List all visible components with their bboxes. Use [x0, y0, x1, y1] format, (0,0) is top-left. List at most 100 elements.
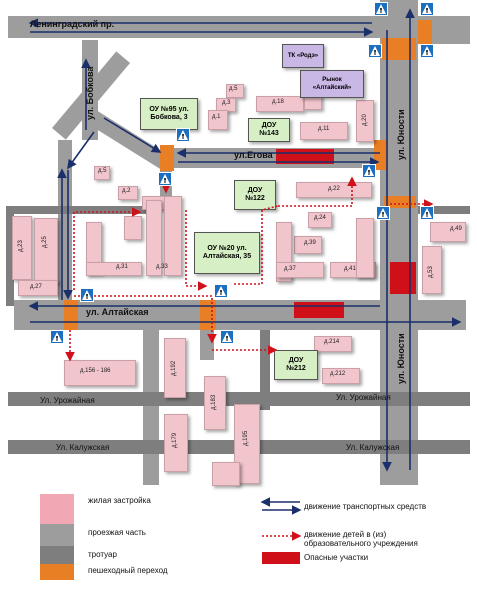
pedestrian-crossing-sign-icon — [374, 2, 388, 16]
legend-label-children: движение детей в (из) образовательного у… — [304, 530, 418, 548]
pedestrian-crossing-sign-icon — [220, 330, 234, 344]
street-label-egorova: ул.Егова — [234, 150, 273, 160]
school-ou20-label: ОУ №20 ул. Алтайская, 35 — [202, 245, 252, 260]
house — [18, 280, 58, 296]
school-ou20: ОУ №20 ул. Алтайская, 35 — [194, 232, 260, 274]
street-label-urozhaynaya-left: Ул. Урожайная — [40, 396, 95, 405]
sidewalk-right-strip — [418, 206, 470, 214]
house-label: д.212 — [330, 371, 346, 377]
house — [164, 414, 188, 472]
kindergarten-dou143: ДОУ №143 — [248, 118, 290, 142]
legend-swatch-danger — [262, 552, 300, 564]
legend-swatch-sidewalk — [40, 546, 74, 564]
house-label: д.39 — [304, 240, 316, 246]
traffic-arrow-diag — [103, 117, 162, 153]
kindergarten-dou122: ДОУ №122 — [234, 180, 276, 210]
children-route-g — [74, 295, 217, 344]
children-route-e — [234, 205, 279, 285]
house-label: д.214 — [324, 339, 340, 345]
house-label: д.24 — [314, 215, 326, 221]
house — [276, 262, 324, 278]
dou122-label: ДОУ №122 — [245, 187, 265, 202]
sidewalk-bottom-vertical — [260, 330, 270, 410]
house — [308, 212, 332, 228]
house-label: д.31 — [116, 264, 128, 270]
sidewalk-left-vertical — [6, 206, 14, 306]
school-ou95-label: ОУ №95 ул. Бобкова, 3 — [149, 106, 189, 121]
house — [64, 360, 136, 386]
sidewalk-urozhaynaya — [8, 392, 470, 406]
house — [118, 186, 138, 200]
house-label: д.22 — [328, 186, 340, 192]
legend-label-residential: жилая застройка — [88, 496, 151, 505]
street-label-kaluzhskaya-right: Ул. Калужская — [346, 443, 400, 452]
house-label: д.33 — [156, 264, 168, 270]
house — [430, 222, 466, 242]
house — [164, 196, 182, 276]
tk-rode-building: ТК «Родэ» — [282, 44, 324, 68]
house — [314, 336, 352, 352]
street-label-leningradsky: Ленинградский пр. — [30, 19, 115, 29]
house-label: д.1 — [212, 114, 221, 120]
house — [294, 236, 322, 254]
house-label: д.37 — [284, 266, 296, 272]
pedestrian-crossing-sign-icon — [420, 2, 434, 16]
pedestrian-crossing-sign-icon — [420, 44, 434, 58]
house-label: д.5 — [229, 86, 238, 92]
kindergarten-dou212: ДОУ №212 — [274, 350, 318, 380]
street-label-bobkova: ул. Бобкова — [85, 66, 95, 120]
house-label: д.2 — [122, 188, 131, 194]
pedestrian-crossing-sign-icon — [80, 288, 94, 302]
dou143-label: ДОУ №143 — [259, 122, 279, 137]
house — [422, 246, 442, 294]
house — [208, 110, 228, 130]
street-label-kaluzhskaya-left: Ул. Калужская — [56, 443, 110, 452]
house — [86, 262, 142, 276]
house — [226, 84, 244, 98]
house-label: д.27 — [30, 284, 42, 290]
street-label-urozhaynaya-right: Ул. Урожайная — [336, 393, 391, 402]
children-route-a — [73, 207, 142, 290]
house — [12, 216, 32, 280]
school-ou95: ОУ №95 ул. Бобкова, 3 — [140, 98, 198, 130]
legend-swatch-residential — [40, 494, 74, 524]
traffic-arrows — [28, 8, 462, 472]
legend-label-danger: Опасные участки — [304, 553, 369, 562]
danger-zone-yunosti — [390, 262, 416, 294]
street-label-yunosti-bottom: ул. Юности — [396, 333, 406, 384]
market-altaysky-building: Рынок «Алтайский» — [300, 70, 364, 98]
house — [356, 100, 374, 142]
house — [296, 182, 372, 198]
traffic-arrow-bobkova-diag — [67, 131, 95, 170]
crossing-yunosti-north — [382, 38, 416, 60]
house-label: д.41 — [344, 266, 356, 272]
house-label: д.5 — [98, 168, 107, 174]
house — [356, 218, 374, 278]
sidewalk-strip-mid — [14, 206, 154, 214]
children-route-c — [185, 210, 208, 291]
house-label: д.49 — [450, 226, 462, 232]
legend-swatch-crossing — [40, 564, 74, 580]
house — [212, 462, 240, 486]
children-routes — [65, 172, 434, 362]
legend-label-crossing: пешеходный переход — [88, 566, 168, 575]
pedestrian-crossing-sign-icon — [176, 128, 190, 142]
legend-swatch-roadway — [40, 524, 74, 546]
house-label: д.3 — [222, 100, 231, 106]
pedestrian-crossing-sign-icon — [214, 284, 228, 298]
legend-label-traffic: движение транспортных средств — [304, 502, 427, 511]
crossing-egorova-west — [160, 145, 174, 171]
dou212-label: ДОУ №212 — [286, 357, 306, 372]
street-label-altayskaya: ул. Алтайская — [86, 307, 149, 317]
house — [94, 166, 110, 180]
house-label: д.156 - 186 — [80, 368, 111, 374]
house-label: д.11 — [318, 126, 330, 132]
crossing-leningradsky-east — [418, 20, 432, 44]
crossing-yunosti-mid — [384, 196, 416, 208]
house — [300, 122, 348, 140]
house-label: д.18 — [272, 99, 284, 105]
house — [204, 376, 226, 430]
pedestrian-crossing-sign-icon — [420, 206, 434, 220]
